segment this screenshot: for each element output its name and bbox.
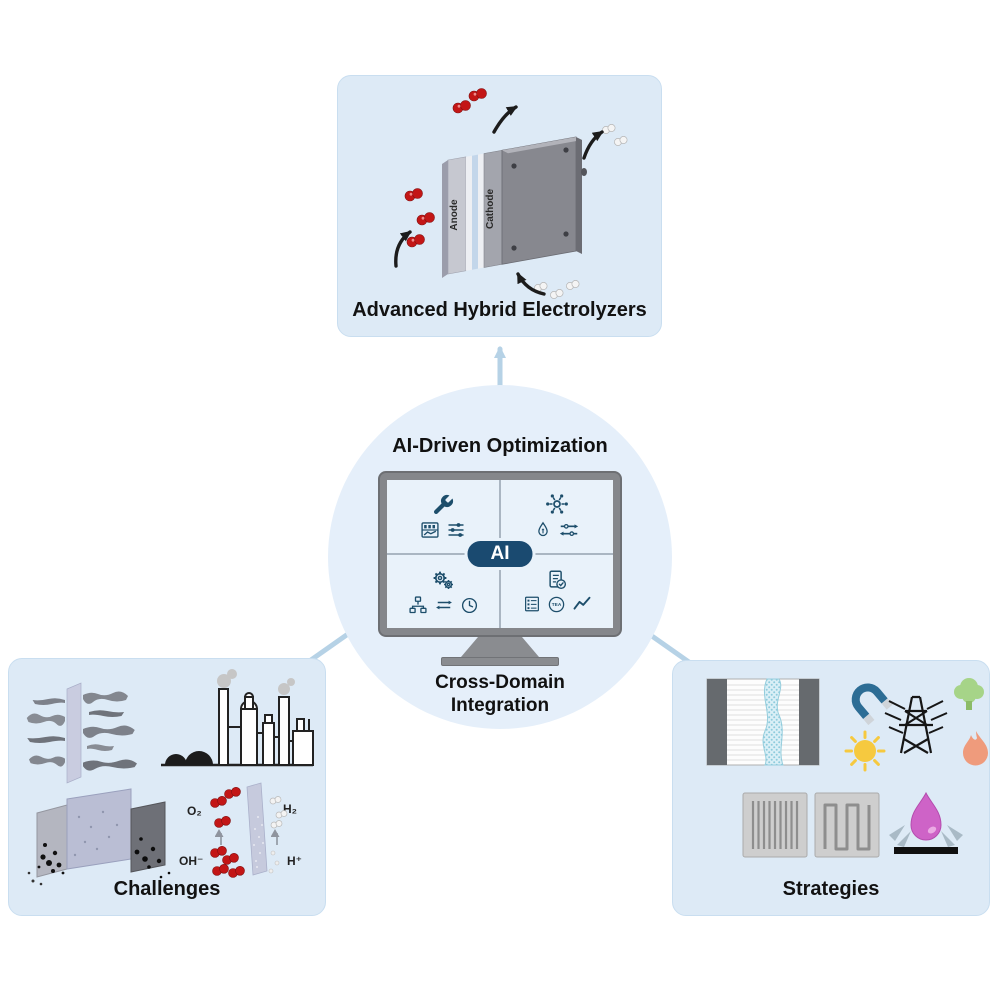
ai-hub-circle: AI-Driven Optimization: [328, 385, 672, 729]
cathode-label: Cathode: [485, 189, 496, 229]
membrane-design-illustration: [706, 678, 820, 766]
gears-icon: [433, 571, 453, 589]
electrode-degradation-illustration: [27, 788, 171, 886]
h-plus-label: H⁺: [287, 854, 302, 868]
magnet-icon: [851, 683, 893, 726]
monitor-stand-neck: [461, 637, 539, 657]
gas-crossover-illustration: O₂ H₂ OH⁻ H⁺: [179, 782, 302, 878]
electrolyzer-box: Anode Cathode: [337, 75, 662, 337]
ai-optimization-title: AI-Driven Optimization: [392, 435, 608, 457]
electrolyzer-stack: Anode Cathode: [442, 136, 587, 278]
tea-label: TEA: [551, 602, 561, 608]
strategies-illustration: [706, 678, 988, 858]
swap-arrows-icon: [435, 600, 452, 610]
renewables-illustration: [844, 678, 988, 772]
table-list-icon: [524, 596, 539, 612]
challenges-illustration: O₂ H₂ OH⁻ H⁺: [26, 669, 314, 886]
org-chart-icon: [408, 596, 427, 614]
monitor-frame: TEA AI: [378, 471, 622, 637]
electrolyzer-illustration: Anode Cathode: [394, 88, 628, 299]
flow-arrows-icon: [559, 523, 579, 537]
tea-circle-icon: TEA: [548, 596, 564, 612]
checklist-check-icon: [549, 570, 567, 590]
gas-flow-arrows: [394, 105, 604, 296]
clock-icon: [461, 597, 477, 613]
sun-icon: [844, 730, 886, 772]
power-tower-icon: [884, 695, 948, 754]
oh-label: OH⁻: [179, 854, 203, 868]
dashboard-icon: [421, 522, 439, 538]
wrench-icon: [433, 494, 454, 515]
electrolyzer-box-label: Advanced Hybrid Electrolyzers: [352, 299, 647, 321]
strategies-box-label: Strategies: [782, 878, 880, 900]
sliders-icon: [448, 523, 464, 537]
anode-label: Anode: [449, 199, 460, 231]
tree-icon: [954, 678, 984, 710]
ai-badge: AI: [464, 538, 536, 570]
monitor-stand-base: [441, 657, 559, 666]
o2-label: O₂: [187, 804, 202, 818]
cross-domain-subtitle: Cross-Domain Integration: [328, 671, 672, 717]
flame-icon: [963, 731, 988, 766]
trend-line-icon: [573, 596, 590, 610]
strategies-box: Strategies: [672, 660, 990, 916]
challenges-box-label: Challenges: [113, 878, 221, 900]
monitor-screen: TEA AI: [387, 480, 613, 628]
challenges-box: O₂ H₂ OH⁻ H⁺ Challenges: [8, 658, 326, 916]
subtitle-line-2: Integration: [450, 695, 550, 716]
molecule-hub-icon: [546, 494, 568, 514]
subtitle-line-1: Cross-Domain: [435, 672, 565, 693]
arrow-circle-to-electrolyzer: [494, 346, 506, 391]
monitor: TEA AI: [378, 471, 622, 666]
membrane-degradation-illustration: [26, 682, 137, 784]
droplet-icon: [538, 521, 548, 537]
flow-field-plates-illustration: [742, 792, 880, 858]
factory-illustration: [161, 669, 314, 767]
hydrophobic-droplet-illustration: [889, 791, 963, 854]
